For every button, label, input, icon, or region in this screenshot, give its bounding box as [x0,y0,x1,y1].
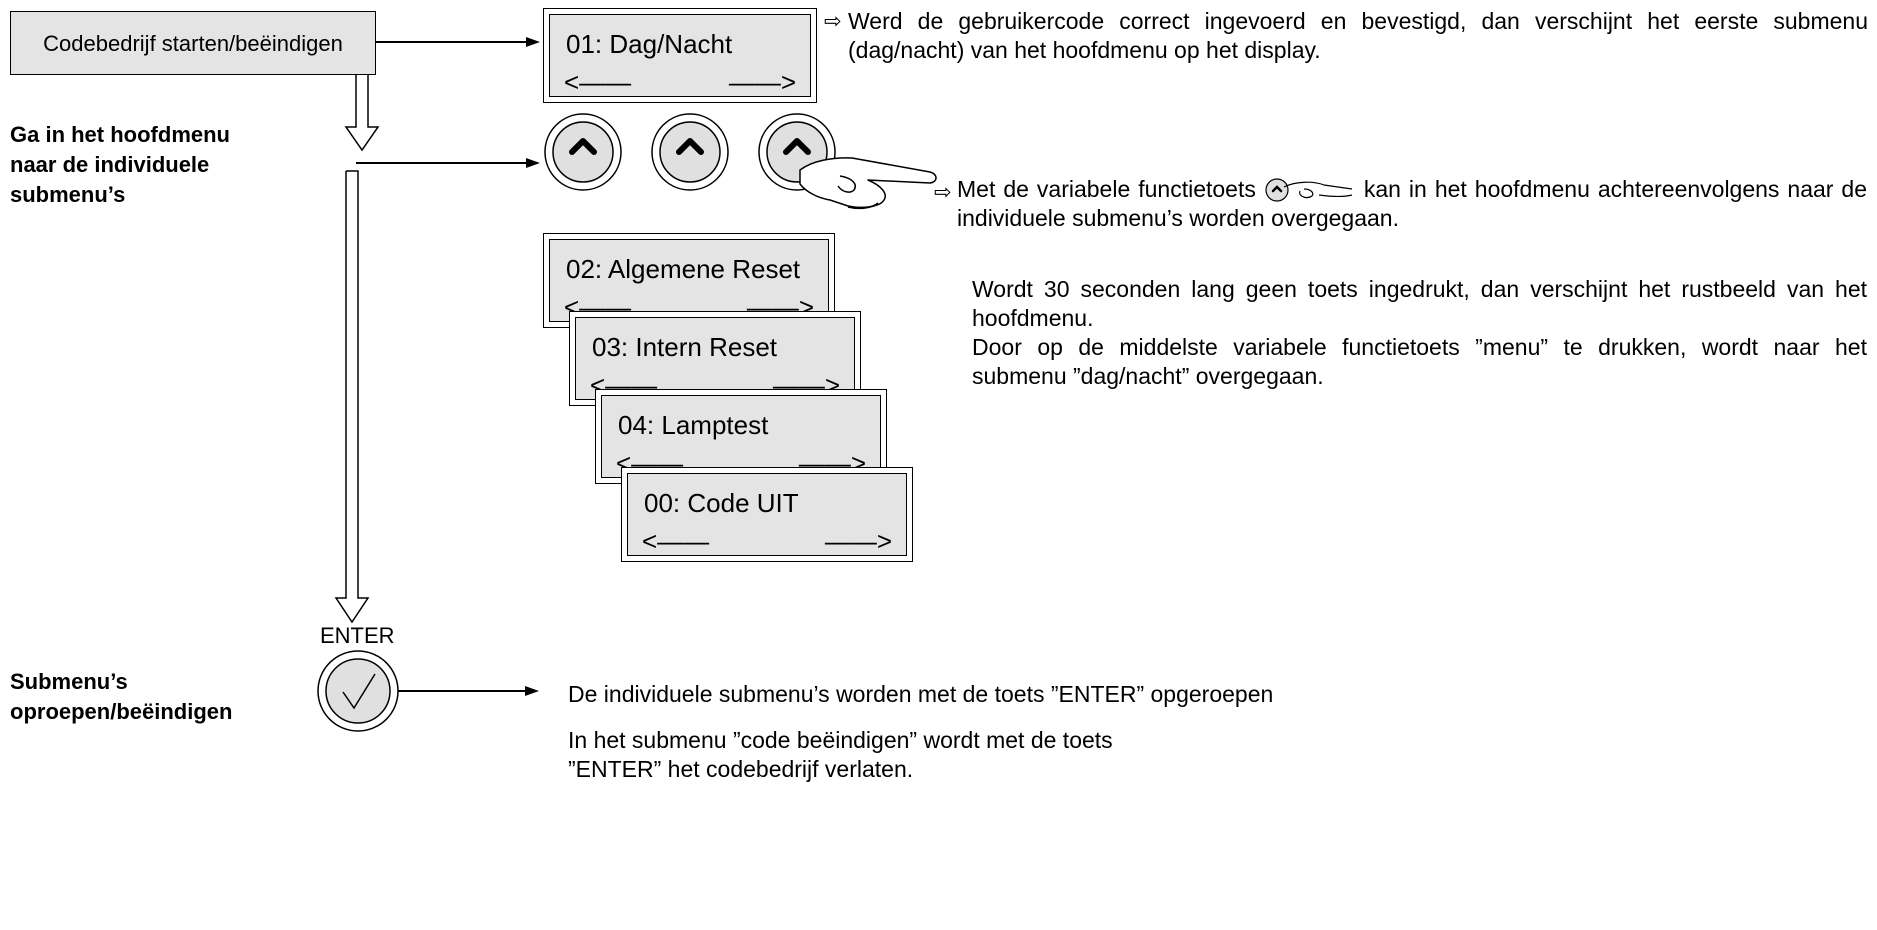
function-key-hand-icon [1265,178,1353,202]
note-function-key-after: kan in het hoofdmenu achtereenvolgens na… [957,176,1868,231]
display-title: 04: Lamptest [618,410,769,440]
pointing-hand-icon [799,157,937,210]
display-right-arrow: ——> [728,67,796,97]
step-submenu-label: Submenu’s oproepen/beëindigen [10,669,233,724]
arrow-start-to-display [376,37,540,47]
note-enter-exit: In het submenu ”code beëindigen” wordt m… [568,727,1113,782]
note-first-submenu: Werd de gebruikercode correct ingevoerd … [848,8,1868,63]
note-menu-key: Door op de middelste variabele functieto… [972,334,1867,389]
display-title: 01: Dag/Nacht [566,29,733,59]
note-marker-icon: ⇨ [934,181,952,204]
display-panel-00: 00: Code UIT <—— ——> [621,467,913,562]
display-title: 03: Intern Reset [592,332,777,362]
arrow-step-to-keys [356,158,540,168]
note-marker-icon: ⇨ [824,10,842,33]
up-chevron-key-icon[interactable] [544,113,622,191]
display-left-arrow: <—— [642,526,710,556]
display-right-arrow: ——> [824,526,892,556]
flow-down-arrow-icon [334,170,370,624]
flow-down-arrow-icon [344,75,380,152]
note-enter-open: De individuele submenu’s worden met de t… [568,681,1274,707]
display-title: 00: Code UIT [644,488,799,518]
display-panel-01: 01: Dag/Nacht <—— ——> [543,8,817,103]
display-title: 02: Algemene Reset [566,254,801,284]
step-main-menu-label: Ga in het hoofdmenu naar de individuele … [10,122,230,207]
up-chevron-key-icon[interactable] [651,113,729,191]
display-left-arrow: <—— [564,67,632,97]
note-function-key: Met de variabele functietoets kan in het… [957,175,1867,233]
note-function-key-before: Met de variabele functietoets [957,176,1256,202]
start-code-mode-box: Codebedrijf starten/beëindigen [10,11,376,75]
note-timeout: Wordt 30 seconden lang geen toets ingedr… [972,276,1867,331]
enter-key-label: ENTER [320,623,395,648]
check-key-icon[interactable] [317,650,399,732]
arrow-enter-to-note [398,686,539,696]
